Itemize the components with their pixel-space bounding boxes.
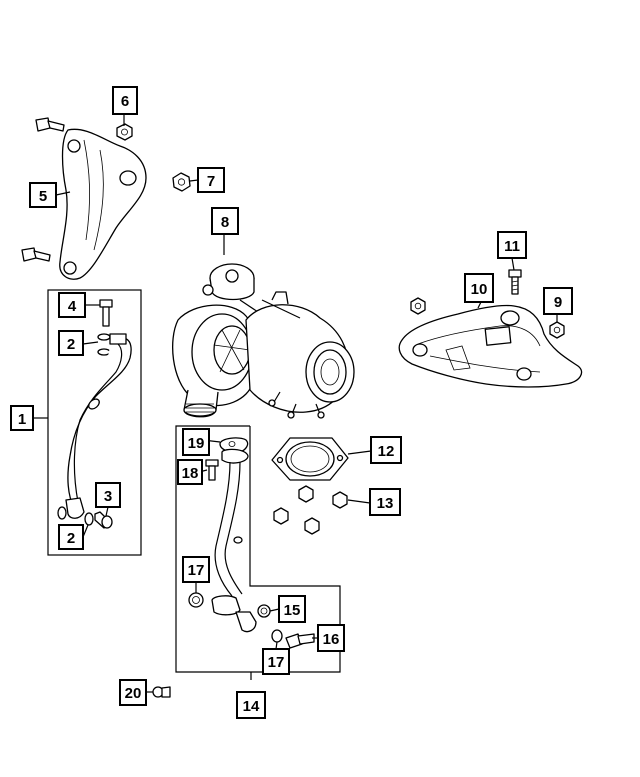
svg-text:12: 12 [378,443,395,460]
callout-15: 15 [278,595,306,623]
bolt-part-18 [205,459,219,481]
callout-8: 8 [211,207,239,235]
svg-text:14: 14 [243,698,260,715]
nut-part-9 [410,297,565,339]
svg-text:15: 15 [284,602,301,619]
svg-text:11: 11 [504,238,520,255]
callout-19: 19 [182,428,210,456]
svg-text:3: 3 [104,488,112,505]
callout-11: 11 [497,231,527,259]
heat-shield-part-10 [398,304,583,388]
bolt-part-11 [508,269,522,295]
washer-part-2-lower [57,506,94,526]
washer-part-17-lower [271,629,283,643]
svg-text:2: 2 [67,336,75,353]
svg-text:19: 19 [188,435,205,452]
bolt-part-4 [99,299,113,327]
callout-10: 10 [464,273,494,303]
svg-text:20: 20 [125,685,142,702]
callout-12: 12 [370,436,402,464]
svg-text:9: 9 [554,294,562,311]
group-box-1 [47,289,142,556]
callout-6: 6 [112,86,138,115]
callout-5: 5 [29,182,57,208]
nut-part-6 [116,123,133,141]
svg-text:18: 18 [182,465,199,482]
callout-9: 9 [543,287,573,315]
callout-17-lower: 17 [262,648,290,675]
svg-text:17: 17 [188,562,205,579]
callout-1: 1 [10,405,34,431]
oil-return-line-part-14 [211,448,257,633]
nut-part-7 [172,172,191,192]
bolt-part-16 [285,633,315,649]
svg-text:4: 4 [68,298,77,315]
nut-part-13 [273,485,348,535]
gasket-part-12 [271,437,349,481]
callout-20: 20 [119,679,147,706]
svg-text:8: 8 [221,214,229,231]
svg-text:7: 7 [207,173,215,190]
callout-2-lower: 2 [58,524,84,550]
group-box-14 [175,425,341,673]
callout-13: 13 [369,488,401,516]
svg-text:2: 2 [67,530,75,547]
callout-7: 7 [197,167,225,193]
svg-text:5: 5 [39,188,47,205]
callout-18: 18 [177,459,203,485]
callout-17-upper: 17 [182,556,210,583]
washer-part-15 [257,604,271,618]
washer-part-2-upper [97,333,111,356]
callout-2-upper: 2 [58,330,84,356]
svg-text:10: 10 [471,281,488,298]
turbocharger-part-8 [172,263,355,419]
callout-4: 4 [58,292,86,318]
bracket-part-5 [21,117,147,280]
svg-text:16: 16 [323,631,340,648]
bolt-part-20 [152,686,171,698]
callout-3: 3 [95,482,121,508]
callout-14: 14 [236,691,266,719]
washer-part-17-upper [188,592,204,608]
callout-16: 16 [317,624,345,652]
leader-lines [33,114,558,693]
svg-text:17: 17 [268,654,285,671]
oil-line-part-1 [65,333,132,519]
svg-text:13: 13 [377,495,394,512]
bolt-part-3 [94,511,113,529]
svg-text:1: 1 [18,411,26,428]
svg-text:6: 6 [121,93,129,110]
